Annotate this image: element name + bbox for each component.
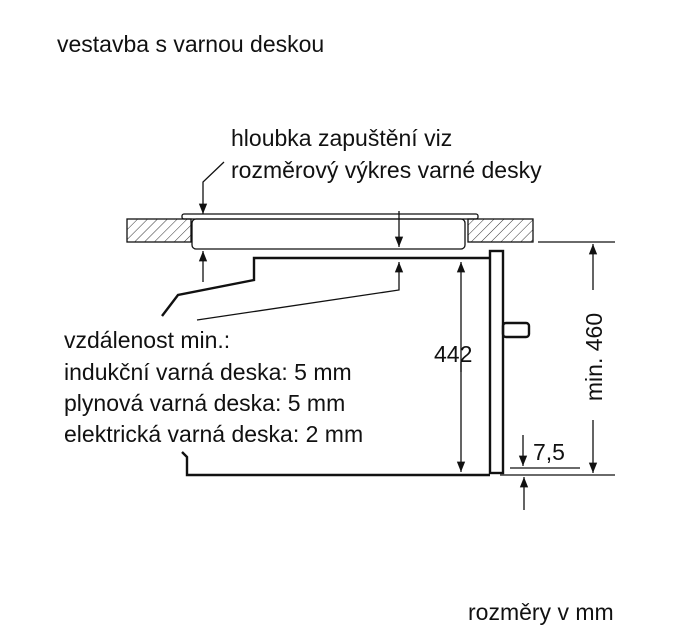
distance-note-line-3: plynová varná deska: 5 mm [64,390,345,416]
title: vestavba s varnou deskou [57,31,324,57]
clearance-leader [196,262,404,321]
dim-offset-label: 7,5 [533,439,565,465]
distance-note-line-4: elektrická varná deska: 2 mm [64,421,363,447]
units-note: rozměry v mm [468,599,614,625]
countertop-left [126,218,192,243]
distance-note-line-2: indukční varná deska: 5 mm [64,359,352,385]
hob-body [191,218,466,250]
oven-outline [161,249,531,477]
countertop-right [467,218,534,243]
depth-note-line-2: rozměrový výkres varné desky [231,157,542,183]
hob-lip [181,213,479,220]
dim-460-label: min. 460 [581,313,607,401]
depth-note-line-1: hloubka zapuštění viz [231,125,452,151]
dim-442-label: 442 [434,341,472,367]
distance-note-line-1: vzdálenost min.: [64,327,230,353]
depth-leader [198,161,225,214]
